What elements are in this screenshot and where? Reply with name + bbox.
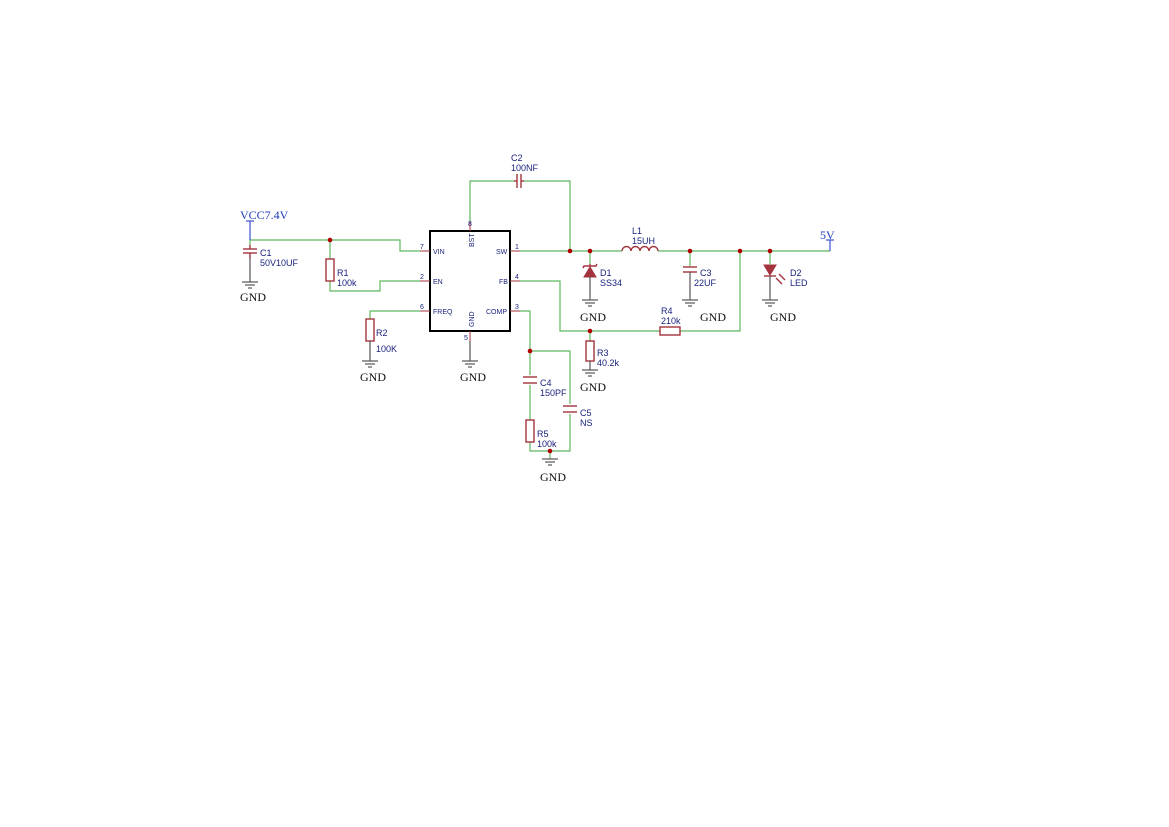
r4-ref: R4 — [661, 306, 673, 316]
wire-vin-net — [250, 239, 420, 252]
junctions — [327, 237, 773, 454]
capacitor-c3[interactable]: C3 22UF — [683, 266, 717, 300]
resistor-r3[interactable]: R3 40.2k — [585, 340, 620, 370]
c5-ref: C5 — [580, 408, 592, 418]
ground-d2: GND — [762, 299, 796, 324]
r5-value: 100k — [537, 439, 557, 449]
ground-c3: GND — [682, 299, 726, 324]
gnd-label-d1: GND — [580, 310, 606, 324]
pin-num-freq: 6 — [420, 304, 424, 311]
c2-value: 100NF — [511, 163, 539, 173]
led-d2[interactable]: D2 LED — [763, 264, 808, 300]
wire-fb-net — [520, 280, 660, 332]
r4-value: 210k — [661, 316, 681, 326]
vin-net-label: VCC7.4V — [240, 208, 289, 222]
capacitor-c5[interactable]: C5 NS — [563, 405, 593, 428]
d1-ref: D1 — [600, 268, 612, 278]
gnd-label-comp: GND — [540, 470, 566, 484]
c2-ref: C2 — [511, 153, 523, 163]
pin-num-comp: 3 — [515, 304, 519, 311]
l1-ref: L1 — [632, 226, 642, 236]
resistor-r4[interactable]: R4 210k — [659, 306, 681, 336]
c1-ref: C1 — [260, 248, 272, 258]
pin-num-sw: 1 — [515, 244, 519, 251]
pin-num-en: 2 — [420, 274, 424, 281]
ground-r2: GND — [360, 360, 386, 384]
gnd-label-c3: GND — [700, 310, 726, 324]
r1-ref: R1 — [337, 268, 349, 278]
wire-en-net — [329, 280, 420, 292]
r5-ref: R5 — [537, 429, 549, 439]
pin-num-fb: 4 — [515, 274, 519, 281]
resistor-r5[interactable]: R5 100k — [525, 419, 557, 449]
ground-c1: GND — [240, 281, 266, 304]
pin-name-en: EN — [433, 279, 443, 286]
pin-name-gnd: GND — [469, 311, 476, 327]
d2-value: LED — [790, 278, 808, 288]
pin-num-vin: 7 — [420, 244, 424, 251]
ground-comp: GND — [540, 458, 566, 484]
c4-value: 150PF — [540, 388, 567, 398]
d1-value: SS34 — [600, 278, 622, 288]
pin-name-freq: FREQ — [433, 309, 453, 316]
ground-r3: GND — [580, 369, 606, 394]
r2-value: 100K — [376, 344, 397, 354]
pin-num-gnd: 5 — [464, 335, 468, 342]
pin-name-bst: BST — [469, 233, 476, 247]
diode-d1[interactable]: D1 SS34 — [582, 263, 622, 300]
resistor-r1[interactable]: R1 100k — [325, 258, 357, 288]
wire-c2-sw — [524, 180, 571, 251]
capacitor-c2[interactable]: C2 100NF — [511, 153, 539, 188]
vout-net-label: 5V — [820, 228, 835, 242]
wire-freq-net — [369, 310, 420, 319]
capacitor-c1[interactable]: C1 50V10UF — [243, 240, 299, 282]
l1-value: 15UH — [632, 236, 655, 246]
c1-value: 50V10UF — [260, 258, 299, 268]
c5-value: NS — [580, 418, 593, 428]
resistor-r2[interactable]: R2 100K — [365, 318, 397, 361]
pin-name-fb: FB — [499, 279, 508, 286]
pin-name-sw: SW — [496, 249, 508, 256]
gnd-label-r2: GND — [360, 370, 386, 384]
wire-out-fb-return — [680, 251, 741, 332]
power-flag-5v: 5V — [820, 228, 835, 251]
inductor-l1[interactable]: L1 15UH — [621, 226, 659, 252]
pin-name-comp: COMP — [486, 309, 507, 316]
pin-name-vin: VIN — [433, 249, 445, 256]
ground-ic: GND — [460, 341, 486, 384]
power-flag-vin: VCC7.4V — [240, 208, 289, 240]
wire-bst-net — [469, 180, 514, 222]
wires — [250, 180, 830, 459]
r2-ref: R2 — [376, 328, 388, 338]
r3-ref: R3 — [597, 348, 609, 358]
gnd-label-r3: GND — [580, 380, 606, 394]
c4-ref: C4 — [540, 378, 552, 388]
ground-d1: GND — [580, 299, 606, 324]
pin-num-bst: 8 — [468, 221, 472, 228]
c3-ref: C3 — [700, 268, 712, 278]
ic-u1[interactable]: 7 2 6 1 4 3 8 5 VIN EN FREQ SW FB COMP B… — [420, 221, 520, 342]
capacitor-c4[interactable]: C4 150PF — [523, 376, 567, 398]
gnd-label-d2: GND — [770, 310, 796, 324]
c3-value: 22UF — [694, 278, 717, 288]
gnd-label-ic: GND — [460, 370, 486, 384]
r3-value: 40.2k — [597, 358, 620, 368]
gnd-label-c1: GND — [240, 290, 266, 304]
d2-ref: D2 — [790, 268, 802, 278]
r1-value: 100k — [337, 278, 357, 288]
